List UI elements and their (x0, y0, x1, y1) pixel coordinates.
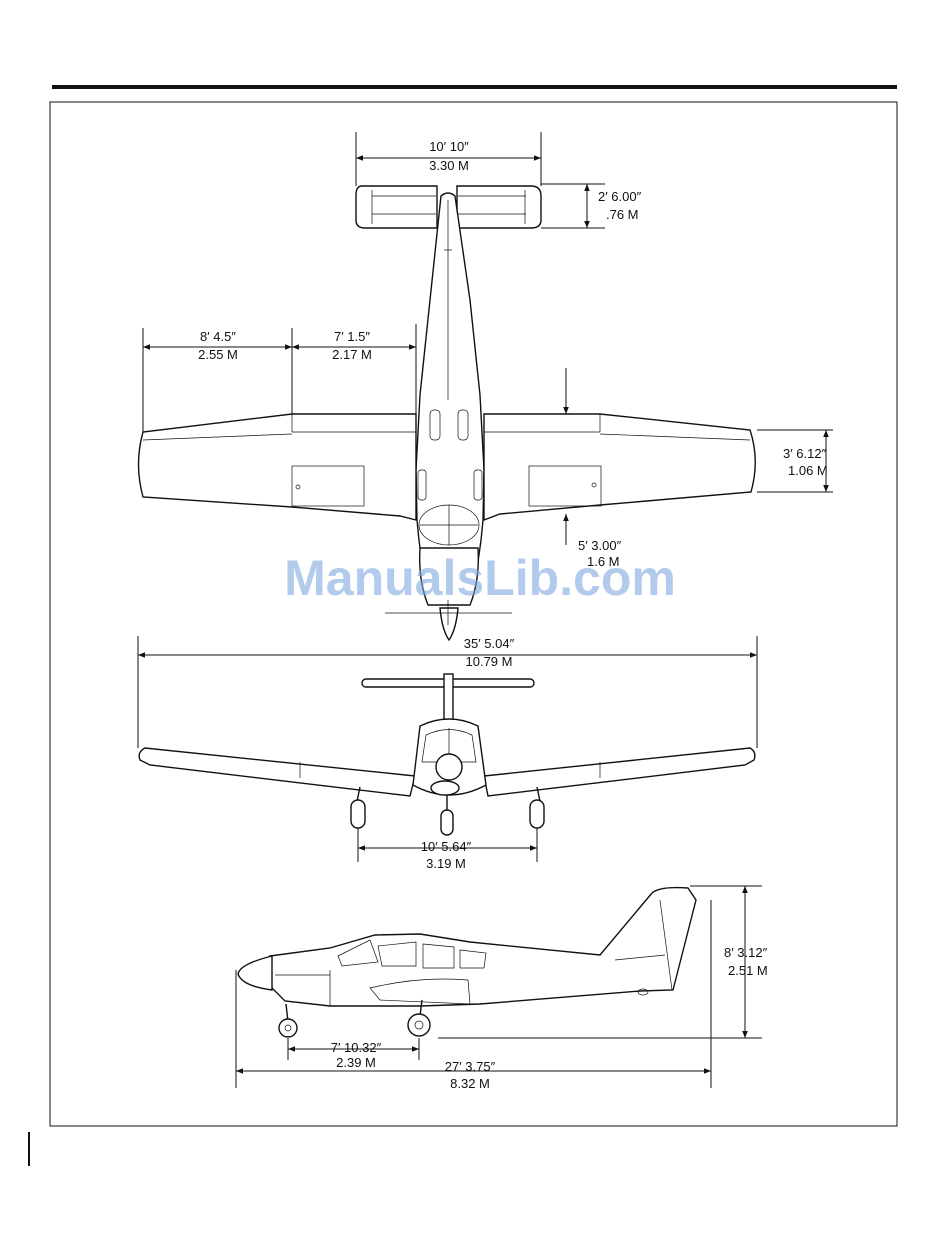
tip-chord-imperial: 3′ 6.12″ (783, 446, 827, 461)
watermark: ManualsLib.com (284, 550, 676, 606)
inner-wing-metric: 2.17 M (332, 347, 372, 362)
stabilizer-chord-metric: .76 M (606, 207, 639, 222)
front-view (139, 674, 755, 835)
side-view (238, 888, 696, 1037)
wheel-track-imperial: 10′ 5.64″ (421, 839, 472, 854)
wing-span-imperial: 35′ 5.04″ (464, 636, 515, 651)
stabilizer-chord-imperial: 2′ 6.00″ (598, 189, 642, 204)
outer-wing-imperial: 8′ 4.5″ (200, 329, 236, 344)
stabilizer-span-imperial: 10′ 10″ (429, 139, 469, 154)
wing-span-metric: 10.79 M (466, 654, 513, 669)
stabilizer-span-metric: 3.30 M (429, 158, 469, 173)
height-imperial: 8′ 3.12″ (724, 945, 768, 960)
length-imperial: 27′ 3.75″ (445, 1059, 496, 1074)
header-rule (52, 85, 897, 89)
outer-wing-metric: 2.55 M (198, 347, 238, 362)
tip-chord-metric: 1.06 M (788, 463, 828, 478)
wheel-base-imperial: 7′ 10.32″ (331, 1040, 382, 1055)
wheel-base-metric: 2.39 M (336, 1055, 376, 1070)
inner-wing-imperial: 7′ 1.5″ (334, 329, 370, 344)
wheel-track-metric: 3.19 M (426, 856, 466, 871)
length-metric: 8.32 M (450, 1076, 490, 1091)
height-metric: 2.51 M (728, 963, 768, 978)
